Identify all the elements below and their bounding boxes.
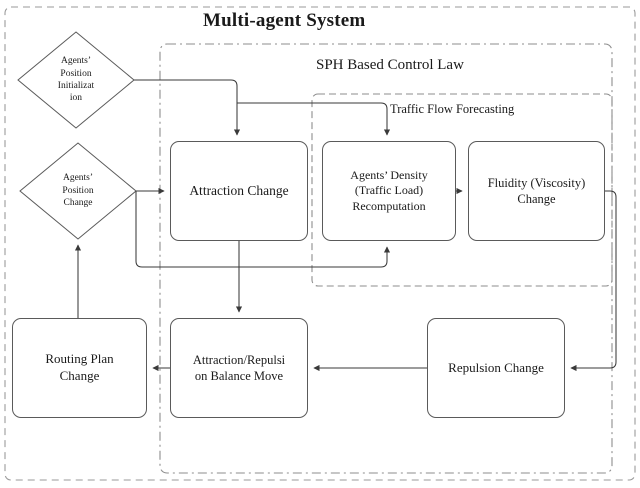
node-attraction-repulsion-balance-move[interactable]: Attraction/Repulsi on Balance Move — [170, 318, 308, 418]
node-line: Agents’ — [60, 56, 92, 67]
node-fluidity-viscosity-change[interactable]: Fluidity (Viscosity) Change — [468, 141, 605, 241]
node-agents-position-initialization[interactable]: Agents’ Position Initializat ion — [34, 44, 118, 116]
node-agents-position-initialization-label: Agents’ Position Initializat ion — [34, 44, 118, 116]
node-agents-position-change-shape — [19, 142, 137, 240]
node-line: Change — [59, 368, 100, 383]
node-agents-position-initialization-shape — [17, 31, 135, 129]
node-line: Change — [517, 192, 556, 206]
node-line: on Balance Move — [194, 369, 284, 383]
node-line: ion — [69, 93, 83, 104]
node-attraction-change-label: Attraction Change — [189, 183, 289, 199]
node-line: Recomputation — [352, 198, 426, 213]
node-agents-position-change-label: Agents’ Position Change — [36, 160, 120, 222]
edge-init-to-agents-density — [237, 102, 391, 136]
node-line: Initializat — [57, 81, 95, 91]
edge-fluidity-to-repulsion-change — [570, 190, 617, 372]
container-multi-agent-system — [4, 6, 636, 481]
container-traffic-flow-forecasting — [311, 93, 613, 287]
edge-attraction-change-to-agents-density — [135, 191, 391, 268]
node-agents-position-change[interactable]: Agents’ Position Change — [36, 160, 120, 222]
node-repulsion-change-label: Repulsion Change — [448, 359, 544, 375]
node-line: Position — [60, 68, 92, 79]
container-label-traffic-flow-forecasting: Traffic Flow Forecasting — [390, 102, 515, 116]
page-title: Multi-agent System — [203, 10, 366, 31]
node-attraction-repulsion-balance-move-label: Attraction/Repulsi — [192, 353, 286, 367]
node-routing-plan-change[interactable]: Routing Plan Change — [12, 318, 147, 418]
node-line: (Traffic Load) — [354, 183, 424, 198]
node-line: Change — [63, 198, 93, 209]
node-agents-density-recomputation[interactable]: Agents’ Density (Traffic Load) Recomputa… — [322, 141, 456, 241]
node-fluidity-viscosity-change-label: Fluidity (Viscosity) — [487, 176, 586, 190]
node-repulsion-change[interactable]: Repulsion Change — [427, 318, 565, 418]
edge-init-to-attraction-change — [134, 79, 241, 136]
node-agents-density-recomputation-label: Agents’ Density — [350, 167, 428, 182]
node-routing-plan-change-label: Routing Plan — [45, 351, 114, 367]
container-label-sph-based-control-law: SPH Based Control Law — [316, 57, 464, 73]
node-line: Position — [62, 185, 94, 196]
node-line: Agents’ — [62, 173, 94, 184]
node-attraction-change[interactable]: Attraction Change — [170, 141, 308, 241]
